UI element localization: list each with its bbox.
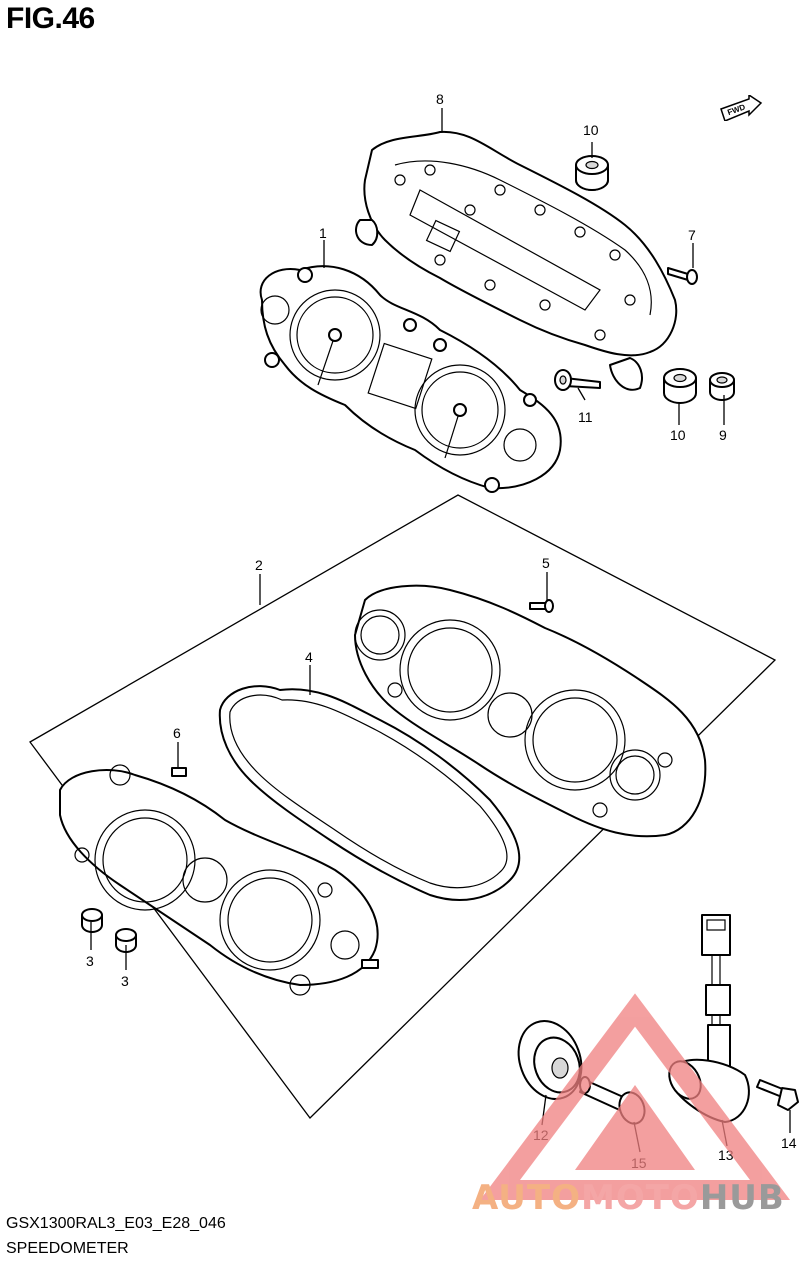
callout-10-top: 10 [583, 122, 599, 138]
callout-2: 2 [255, 557, 263, 573]
fwd-direction-arrow-icon: FWD [720, 95, 763, 121]
callout-labels: 8 10 7 1 11 10 9 2 5 4 6 3 3 12 15 13 14 [86, 91, 797, 1171]
part-14-bolt [756, 1079, 799, 1111]
callout-14: 14 [781, 1135, 797, 1151]
watermark-part-auto: AUTO [472, 1178, 581, 1218]
model-code: GSX1300RAL3_E03_E28_046 [6, 1215, 226, 1232]
callout-9: 9 [719, 427, 727, 443]
part-8-rear-case [355, 130, 678, 391]
callout-5: 5 [542, 555, 550, 571]
part-3-cushion-left [81, 908, 103, 933]
part-1-meter-assembly [259, 265, 562, 493]
callout-7: 7 [688, 227, 696, 243]
callout-3-right: 3 [121, 973, 129, 989]
watermark-triangle-logo [480, 993, 790, 1200]
part-6-lens [59, 764, 379, 996]
callout-10-bottom: 10 [670, 427, 686, 443]
watermark-brand-text: AUTOMOTOHUB [472, 1178, 785, 1218]
part-11-bolt [554, 369, 601, 391]
callout-6: 6 [173, 725, 181, 741]
part-2-front-cover [354, 584, 707, 838]
part-9-bushing [709, 372, 735, 401]
section-name: SPEEDOMETER [6, 1240, 129, 1257]
callout-11: 11 [578, 409, 593, 425]
callout-3-left: 3 [86, 953, 94, 969]
part-10-grommet-bottom [663, 368, 697, 404]
part-4-gasket [218, 685, 521, 901]
watermark-part-hub: HUB [699, 1178, 785, 1218]
part-7-screw [667, 267, 698, 285]
part-5-screw [529, 599, 554, 613]
watermark-part-moto: MOTO [580, 1178, 700, 1218]
callout-1: 1 [319, 225, 327, 241]
figure-title: FIG.46 [6, 2, 95, 35]
callout-8: 8 [436, 91, 444, 107]
part-10-grommet-top [575, 155, 609, 191]
part-3-cushion-right [115, 928, 137, 953]
callout-4: 4 [305, 649, 313, 665]
part-2-group-outline [29, 494, 777, 1119]
